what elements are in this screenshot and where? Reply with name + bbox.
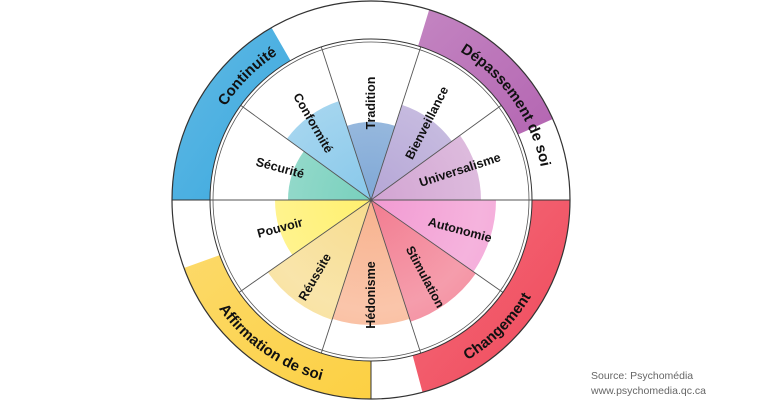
- value-wedge: [346, 122, 396, 200]
- value-wedge: [371, 200, 496, 272]
- source-line: Source: Psychomédia: [591, 370, 694, 382]
- value-wedge: [275, 200, 371, 256]
- value-wedge: [371, 200, 476, 322]
- value-wedge: [371, 135, 481, 200]
- group-band: [418, 9, 553, 135]
- value-label: Tradition: [364, 77, 378, 130]
- source-credit: Source: Psychomédia www.psychomedia.qc.c…: [591, 369, 706, 399]
- wheel-lines: [171, 0, 571, 400]
- group-band: [172, 27, 291, 200]
- value-wedge: [288, 151, 371, 200]
- value-wedge: [332, 200, 410, 325]
- value-wedge: [371, 104, 452, 200]
- value-wedge: [267, 200, 371, 320]
- group-band: [412, 200, 570, 393]
- source-url: www.psychomedia.qc.ca: [591, 385, 706, 397]
- group-band: [184, 255, 371, 399]
- value-wedge: [286, 101, 371, 200]
- value-label: Hédonisme: [364, 261, 378, 328]
